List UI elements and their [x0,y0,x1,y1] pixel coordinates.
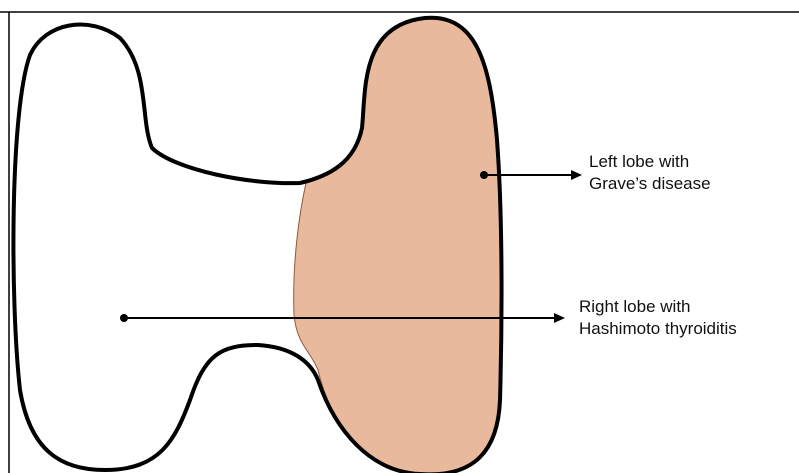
right-lobe-label-line2: Hashimoto thyroiditis [579,318,737,340]
left-lobe-label-line1: Left lobe with [589,151,711,173]
shaded-lobe-grave [294,18,502,473]
left-lobe-arrowhead [571,170,582,180]
right-lobe-label: Right lobe with Hashimoto thyroiditis [579,296,737,340]
right-lobe-arrowhead [554,313,565,323]
left-lobe-label-line2: Grave’s disease [589,173,711,195]
left-lobe-label: Left lobe with Grave’s disease [589,151,711,195]
right-lobe-label-line1: Right lobe with [579,296,737,318]
